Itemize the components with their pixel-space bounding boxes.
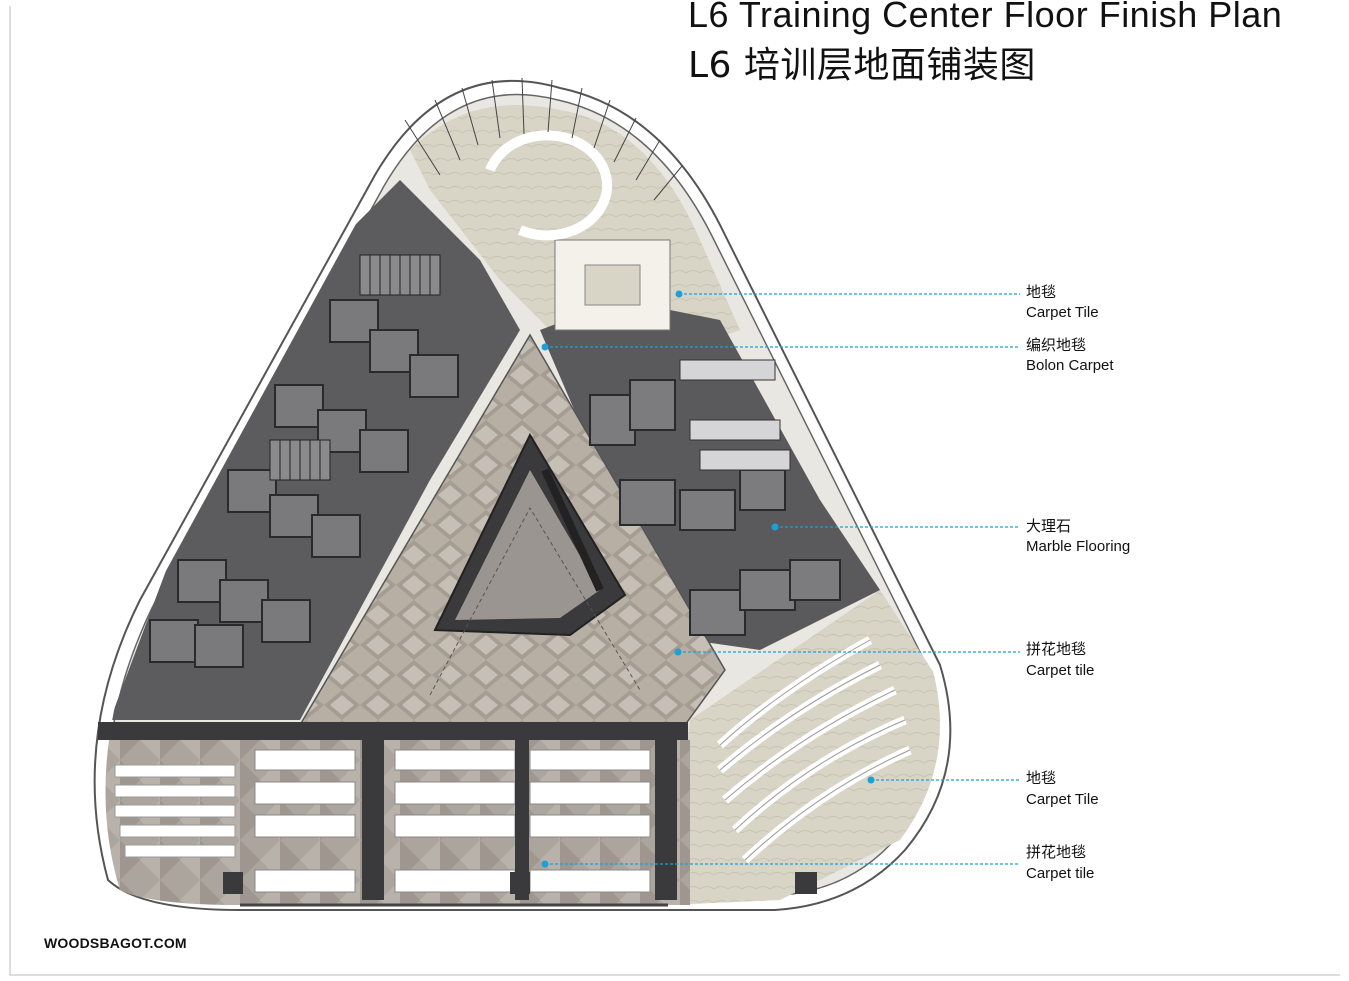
legend-label-zh: 拼花地毯 xyxy=(1026,843,1087,861)
legend-label-zh: 拼花地毯 xyxy=(1026,640,1087,658)
conference-table xyxy=(554,239,671,331)
title-chinese: L6 培训层地面铺装图 xyxy=(688,45,1036,86)
facade-mullions xyxy=(404,77,683,201)
left-rooms xyxy=(149,299,459,668)
round-table-arc xyxy=(485,130,613,241)
brand-url: WOODSBAGOT.COM xyxy=(44,935,187,951)
right-rooms xyxy=(589,379,841,636)
title-english: L6 Training Center Floor Finish Plan xyxy=(688,0,1283,35)
legend-label-zh: 编织地毯 xyxy=(1026,336,1087,354)
legend-label-en: Bolon Carpet xyxy=(1026,357,1114,374)
left-stairs xyxy=(269,254,441,481)
legend-label-en: Carpet Tile xyxy=(1026,791,1099,808)
legend-label-en: Carpet tile xyxy=(1026,662,1095,679)
classroom-seats-left xyxy=(114,764,236,858)
legend-label-en: Carpet Tile xyxy=(1026,304,1099,321)
legend-label-zh: 地毯 xyxy=(1026,283,1057,301)
leader-lines xyxy=(545,293,1020,865)
legend-label-en: Marble Flooring xyxy=(1026,538,1131,555)
legend-label-zh: 大理石 xyxy=(1026,517,1072,535)
partition-walls xyxy=(98,722,817,900)
legend-label-en: Carpet tile xyxy=(1026,865,1095,882)
leader-dots xyxy=(541,290,875,868)
legend-label-zh: 地毯 xyxy=(1026,769,1057,787)
restroom-stalls xyxy=(679,359,791,471)
classroom-desks xyxy=(254,749,651,893)
